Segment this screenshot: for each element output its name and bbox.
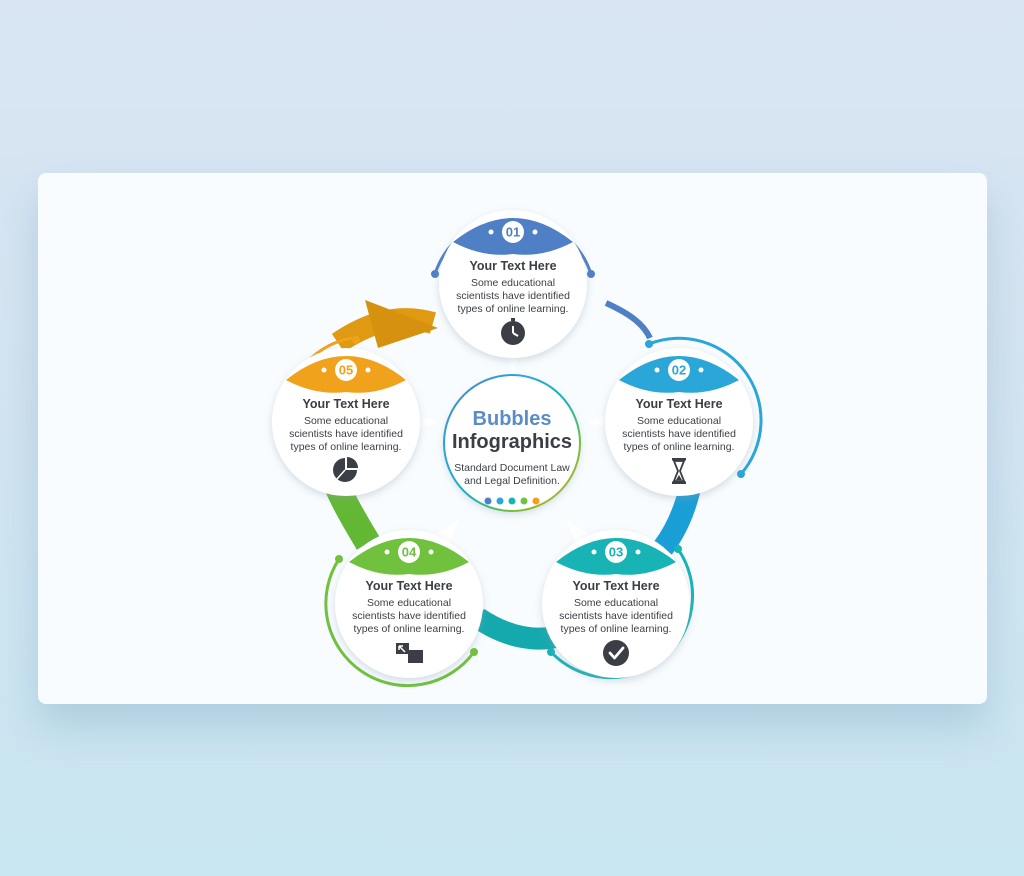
slide-card: Bubbles Infographics Standard Document L… [38,173,987,704]
bubble-number: 04 [402,545,417,560]
bubble-text-line2: scientists have identified [622,428,736,440]
bubble-title: Your Text Here [302,397,389,411]
bubble-01: 01 Your Text Here Some educational scien… [431,210,595,374]
center-dots [484,497,540,505]
bubble-text-line2: scientists have identified [289,428,403,440]
center-title-line2: Infographics [452,431,572,453]
bubble-text-line1: Some educational [574,597,658,609]
bubbles-infographic: Bubbles Infographics Standard Document L… [272,210,763,688]
center-dot [520,497,528,505]
center-dot [508,497,516,505]
bubble-05: 05 Your Text Here Some educational scien… [272,336,438,496]
checkmark-icon [603,640,629,666]
center-dot [484,497,492,505]
center-subtitle-line2: and Legal Definition. [464,475,560,487]
clock-icon [501,318,525,345]
pie-chart-icon [333,457,358,482]
center-dot [532,497,540,505]
bubble-number: 01 [506,225,520,240]
bubble-number: 05 [339,363,353,378]
bubble-title: Your Text Here [572,579,659,593]
bubble-number: 02 [672,363,686,378]
bubble-title: Your Text Here [365,579,452,593]
bubble-03: 03 Your Text Here Some educational scien… [542,519,695,680]
bubble-text-line1: Some educational [304,415,388,427]
center-circle: Bubbles Infographics Standard Document L… [443,374,581,512]
arrow-head [365,300,438,348]
bubble-text-line3: types of online learning. [561,623,672,635]
bubble-text-line2: scientists have identified [352,610,466,622]
connector-01-to-02 [604,300,653,340]
bubble-text-line1: Some educational [367,597,451,609]
hourglass-icon [672,458,686,484]
bubble-text-line3: types of online learning. [624,441,735,453]
bubble-text-line3: types of online learning. [354,623,465,635]
bubble-04: 04 Your Text Here Some educational scien… [324,519,483,688]
center-dot [496,497,504,505]
bubble-number: 03 [609,545,623,560]
bubble-02: 02 Your Text Here Some educational scien… [587,336,763,496]
center-title-line1: Bubbles [473,408,552,430]
bubble-text-line1: Some educational [471,277,555,289]
bubble-text-line3: types of online learning. [458,303,569,315]
bubble-title: Your Text Here [469,259,556,273]
bubble-text-line2: scientists have identified [456,290,570,302]
resize-icon [396,643,423,663]
bubble-text-line2: scientists have identified [559,610,673,622]
bubble-text-line1: Some educational [637,415,721,427]
bubble-text-line3: types of online learning. [291,441,402,453]
bubble-title: Your Text Here [635,397,722,411]
center-subtitle-line1: Standard Document Law [454,462,570,474]
